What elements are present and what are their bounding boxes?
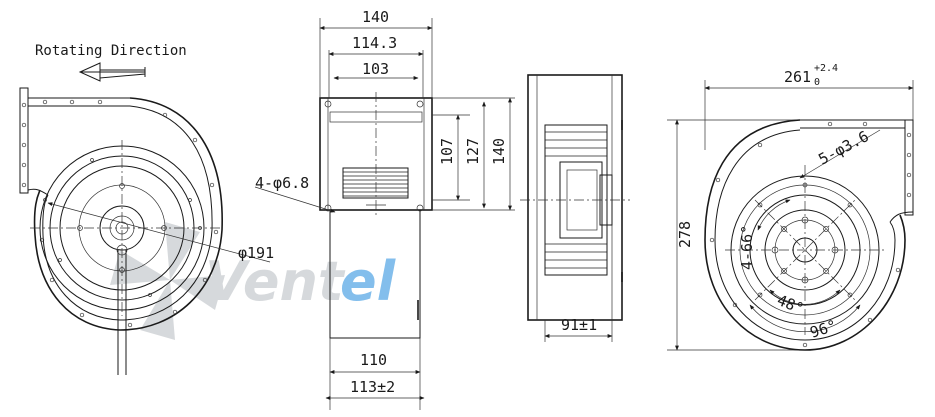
dim-height-127: 127: [464, 138, 482, 165]
watermark: Vent: [110, 222, 346, 340]
dim-angle-96: 96°: [808, 316, 839, 341]
dim-width-140: 140: [362, 8, 389, 26]
dim-width-261-tol-upper: +2.4: [814, 63, 838, 74]
outlet-view: 140 114.3 103 107 127 140 4-φ6.8 110 113…: [254, 8, 515, 410]
rear-view-right: 261 +2.4 0 278: [667, 63, 914, 351]
dim-width-261: 261: [784, 68, 811, 86]
dim-width-113: 113±2: [350, 378, 395, 396]
dim-width-261-tol-lower: 0: [814, 77, 820, 88]
dim-angle-48: 48°: [775, 291, 807, 318]
dim-width-110: 110: [360, 351, 387, 369]
dim-width-114-3: 114.3: [352, 34, 397, 52]
rotating-direction-label: Rotating Direction: [35, 43, 187, 59]
dim-width-103: 103: [362, 60, 389, 78]
dim-holes-5-3-6: 5-φ3.6: [815, 127, 871, 168]
watermark-text-light: el: [340, 250, 397, 313]
dim-holes-4-6-8: 4-φ6.8: [255, 174, 309, 192]
dim-depth-91: 91±1: [561, 316, 597, 334]
dim-height-107: 107: [438, 138, 456, 165]
side-view: 91±1: [520, 74, 630, 342]
front-view-left: φ191: [19, 87, 274, 375]
dim-height-278: 278: [676, 221, 694, 248]
watermark-text-dark: Vent: [205, 250, 346, 313]
dim-diameter-191: φ191: [238, 244, 274, 262]
dim-height-140: 140: [490, 138, 508, 165]
rotation-arrow-icon: [78, 62, 146, 82]
dim-angle-4-66: 4-66°: [738, 225, 756, 270]
